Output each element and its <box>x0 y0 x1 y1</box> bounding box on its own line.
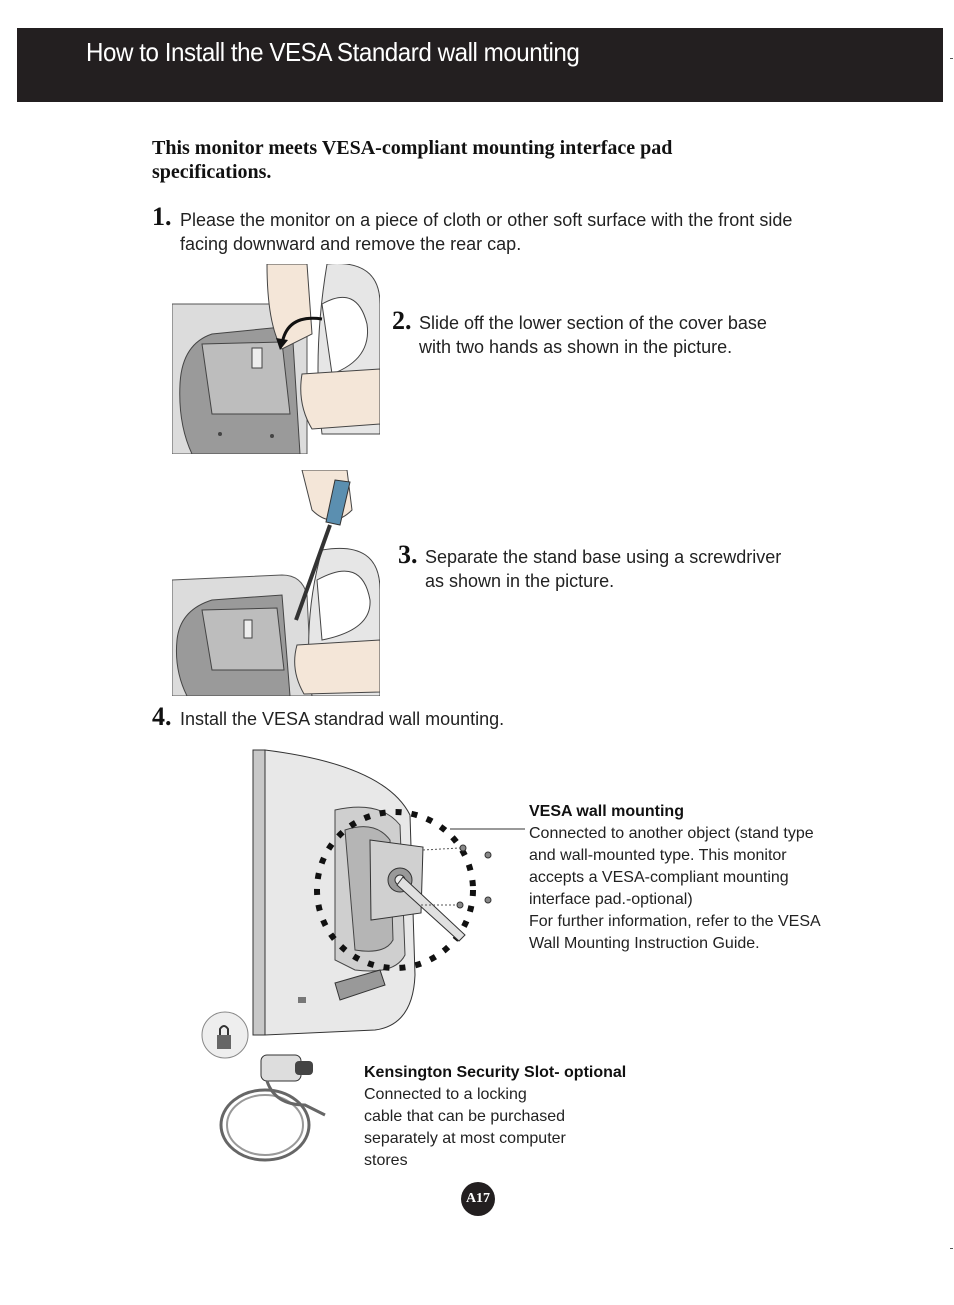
screwdriver-illustration <box>172 470 380 696</box>
vesa-callout: VESA wall mounting Connected to another … <box>529 801 859 955</box>
step-3-text: Separate the stand base using a screwdri… <box>425 547 782 591</box>
kensington-callout-title: Kensington Security Slot- optional <box>364 1064 627 1081</box>
step-4-text: Install the VESA standrad wall mounting. <box>180 709 505 729</box>
vesa-callout-title: VESA wall mounting <box>529 803 684 820</box>
vesa-callout-body: Connected to another object (stand type … <box>529 825 821 952</box>
step-1-number: 1. <box>152 202 172 231</box>
step-4-number: 4. <box>152 702 172 731</box>
vesa-mount-illustration <box>201 749 525 1162</box>
kensington-callout: Kensington Security Slot- optional Conne… <box>364 1062 644 1172</box>
step-2-text: Slide off the lower section of the cover… <box>419 313 767 357</box>
remove-cover-illustration <box>172 264 380 454</box>
step-2-number: 2. <box>392 306 412 335</box>
kensington-callout-body: Connected to a locking cable that can be… <box>364 1086 566 1169</box>
crop-mark-bottom <box>950 1248 953 1249</box>
page-number-badge: A17 <box>461 1182 495 1216</box>
step-1-text: Please the monitor on a piece of cloth o… <box>180 210 793 254</box>
intro-text: This monitor meets VESA-compliant mounti… <box>152 137 673 183</box>
page-title: How to Install the VESA Standard wall mo… <box>86 37 580 67</box>
crop-mark-top <box>950 58 953 59</box>
header-bar <box>17 28 943 102</box>
step-3-number: 3. <box>398 540 418 569</box>
